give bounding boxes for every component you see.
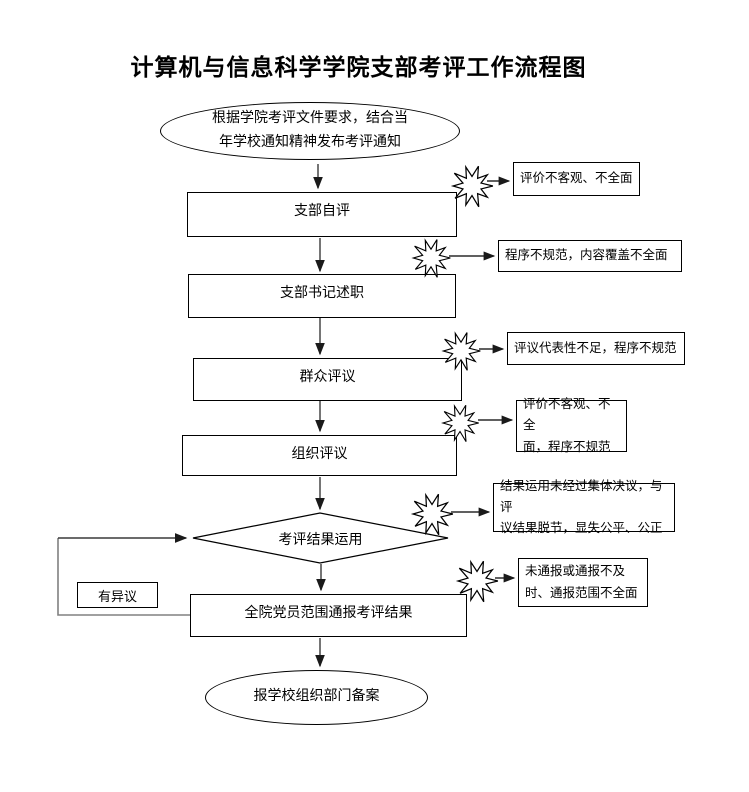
risk-note-3: 评议代表性不足，程序不规范: [507, 332, 685, 365]
risk-note-6: 未通报或通报不及 时、通报范围不全面: [518, 558, 648, 607]
risk-note-1: 评价不客观、不全面: [513, 162, 640, 196]
risk-note-2-text: 程序不规范，内容覆盖不全面: [505, 248, 668, 263]
node-objection: 有异议: [77, 582, 158, 608]
node-result-application-decision: 考评结果运用: [193, 529, 448, 549]
node-start-notice-label: 根据学院考评文件要求，结合当 年学校通知精神发布考评通知: [212, 110, 408, 151]
node-secretary-report-label: 支部书记述职: [280, 286, 364, 301]
risk-note-2: 程序不规范，内容覆盖不全面: [498, 240, 682, 272]
risk-note-5: 结果运用未经过集体决议，与评 议结果脱节，显失公平、公正: [493, 479, 675, 535]
node-branch-self-evaluation-label: 支部自评: [294, 204, 350, 219]
node-announce-results: 全院党员范围通报考评结果: [190, 594, 467, 637]
node-org-appraisal-label: 组织评议: [291, 447, 348, 462]
node-mass-appraisal: 群众评议: [193, 358, 462, 401]
node-start-notice: 根据学院考评文件要求，结合当 年学校通知精神发布考评通知: [160, 102, 460, 160]
node-mass-appraisal-label: 群众评议: [299, 370, 356, 385]
node-org-appraisal: 组织评议: [182, 435, 457, 476]
risk-note-4-text: 评价不客观、不全 面，程序不规范: [523, 397, 611, 454]
node-objection-label: 有异议: [97, 588, 137, 604]
explosion-icon: [452, 165, 494, 208]
node-report-filing: 报学校组织部门备案: [205, 670, 428, 725]
explosion-icon: [412, 239, 451, 278]
risk-note-1-text: 评价不客观、不全面: [520, 171, 633, 186]
risk-note-3-text: 评议代表性不足，程序不规范: [514, 340, 677, 355]
page-title: 计算机与信息科学学院支部考评工作流程图: [130, 55, 587, 80]
node-secretary-report: 支部书记述职: [188, 274, 456, 318]
risk-note-6-text: 未通报或通报不及 时、通报范围不全面: [525, 564, 638, 600]
node-branch-self-evaluation: 支部自评: [187, 192, 457, 237]
risk-note-4: 评价不客观、不全 面，程序不规范: [516, 397, 627, 454]
node-announce-results-label: 全院党员范围通报考评结果: [244, 606, 413, 621]
node-result-application-decision-label: 考评结果运用: [278, 533, 363, 548]
risk-note-5-text: 结果运用未经过集体决议，与评 议结果脱节，显失公平、公正: [500, 478, 663, 536]
node-report-filing-label: 报学校组织部门备案: [253, 689, 380, 705]
